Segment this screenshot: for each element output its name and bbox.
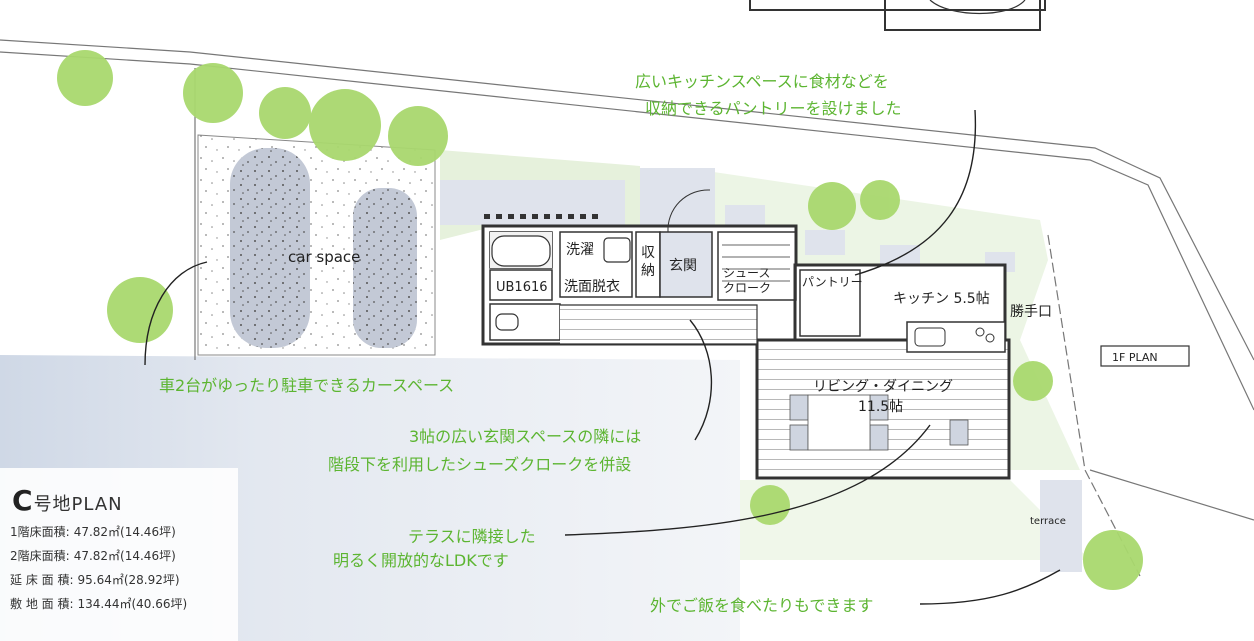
room-labels: car space 洗濯 UB1616 洗面脱衣 収 納 玄関 シュース クロー… bbox=[288, 242, 1066, 527]
trees bbox=[57, 50, 1143, 590]
area-item: 敷 地 面 積:134.44㎡(40.66坪) bbox=[10, 592, 187, 616]
area-item: 1階床面積:47.82㎡(14.46坪) bbox=[10, 520, 187, 544]
label-shoe-1: シュース bbox=[723, 266, 770, 280]
label-shoe-2: クローク bbox=[723, 281, 771, 295]
area-value: 47.82㎡(14.46坪) bbox=[73, 525, 176, 539]
callouts: 広いキッチンスペースに食材などを 収納できるパントリーを設けました 車2台がゆっ… bbox=[159, 72, 901, 615]
label-living-1: リビング・ダイニング bbox=[813, 379, 953, 395]
furniture bbox=[789, 394, 969, 451]
area-item: 2階床面積:47.82㎡(14.46坪) bbox=[10, 544, 187, 568]
area-label: 延 床 面 積: bbox=[10, 573, 74, 587]
label-terrace: terrace bbox=[1030, 516, 1066, 527]
area-label: 2階床面積: bbox=[10, 549, 70, 563]
callout-terrace: 外でご飯を食べたりもできます bbox=[650, 596, 873, 615]
area-value: 95.64㎡(28.92坪) bbox=[77, 573, 180, 587]
area-label: 1階床面積: bbox=[10, 525, 70, 539]
plan-title-prefix: C bbox=[12, 484, 34, 517]
plan-title: C号地PLAN bbox=[12, 484, 123, 517]
label-shuno-2: 納 bbox=[641, 263, 655, 279]
label-genkan: 玄関 bbox=[669, 257, 697, 274]
house bbox=[481, 189, 1011, 480]
label-katteguchi: 勝手口 bbox=[1010, 304, 1052, 320]
neighbor-building bbox=[749, 0, 1046, 31]
label-living-2: 11.5帖 bbox=[858, 399, 903, 415]
area-value: 47.82㎡(14.46坪) bbox=[73, 549, 176, 563]
floor-badge-label: 1F PLAN bbox=[1112, 351, 1158, 364]
plan-title-rest: 号地PLAN bbox=[33, 494, 123, 515]
plan-info-panel: C号地PLAN 1階床面積:47.82㎡(14.46坪) 2階床面積:47.82… bbox=[0, 468, 238, 641]
callout-lines bbox=[144, 109, 1061, 605]
callout-genkan-1: 3帖の広い玄関スペースの隣には bbox=[409, 427, 641, 446]
label-pantry: パントリー bbox=[802, 275, 863, 289]
label-sentaku: 洗濯 bbox=[566, 242, 594, 258]
callout-pantry-2: 収納できるパントリーを設けました bbox=[645, 99, 901, 118]
car-slot-left bbox=[230, 148, 310, 348]
callout-pantry-1: 広いキッチンスペースに食材などを bbox=[635, 72, 889, 91]
label-ub: UB1616 bbox=[496, 280, 548, 295]
label-senmen: 洗面脱衣 bbox=[564, 279, 620, 295]
label-car-space: car space bbox=[288, 248, 360, 266]
callout-ldk-1: テラスに隣接した bbox=[408, 527, 536, 546]
area-list: 1階床面積:47.82㎡(14.46坪) 2階床面積:47.82㎡(14.46坪… bbox=[10, 520, 187, 616]
car-slot-right bbox=[353, 188, 417, 348]
stepping-blocks bbox=[484, 214, 598, 219]
area-item: 延 床 面 積:95.64㎡(28.92坪) bbox=[10, 568, 187, 592]
label-shuno-1: 収 bbox=[641, 245, 655, 261]
area-label: 敷 地 面 積: bbox=[10, 597, 74, 611]
floor-badge: 1F PLAN bbox=[1100, 345, 1190, 367]
callout-genkan-2: 階段下を利用したシューズクロークを併設 bbox=[328, 455, 631, 474]
label-kitchen: キッチン 5.5帖 bbox=[893, 291, 990, 307]
area-value: 134.44㎡(40.66坪) bbox=[77, 597, 188, 611]
callout-car: 車2台がゆったり駐車できるカースペース bbox=[159, 376, 454, 395]
callout-ldk-2: 明るく開放的なLDKです bbox=[333, 551, 509, 570]
